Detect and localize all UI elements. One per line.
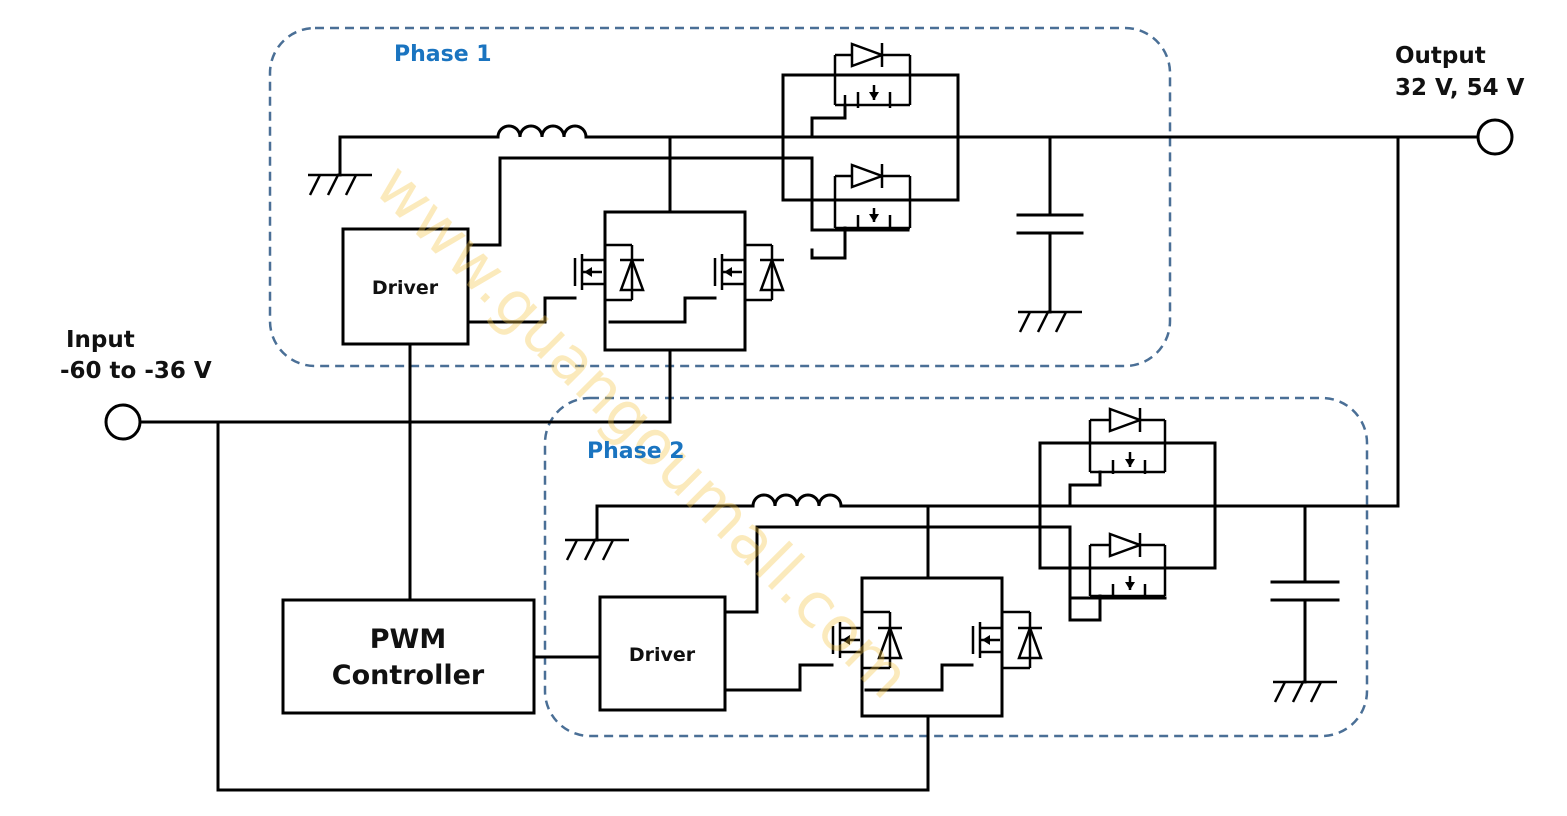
input-range: -60 to -36 V — [60, 358, 212, 384]
shared-wiring — [139, 342, 930, 792]
diode-icon — [1108, 531, 1142, 559]
ground-icon — [306, 173, 374, 197]
output-terminal-icon — [1476, 118, 1514, 156]
controller-label-line2: Controller — [332, 660, 485, 691]
mosfet-icon — [573, 252, 604, 292]
ground-icon — [1271, 680, 1339, 704]
phase1-circuit — [306, 41, 1480, 424]
diode-icon — [1108, 406, 1142, 434]
input-terminal-icon — [104, 403, 142, 441]
ground-icon — [1016, 310, 1084, 334]
ground-icon — [563, 538, 631, 562]
output-range: 32 V, 54 V — [1395, 75, 1525, 101]
phase2-label: Phase 2 — [587, 439, 685, 464]
diode-icon — [850, 162, 884, 190]
phase1-driver-label: Driver — [372, 277, 439, 299]
diode-icon — [850, 41, 884, 69]
mosfet-icon — [971, 620, 1002, 660]
controller-label-line1: PWM — [370, 624, 446, 655]
phase2-circuit — [563, 135, 1400, 792]
pwm-controller-box — [281, 598, 536, 715]
input-title: Input — [66, 327, 135, 353]
mosfet-icon — [713, 252, 744, 292]
phase2-driver-box — [598, 595, 727, 712]
phase1-driver-box — [341, 227, 470, 346]
phase1-label: Phase 1 — [394, 42, 492, 67]
phase2-driver-label: Driver — [629, 644, 696, 666]
output-title: Output — [1395, 43, 1486, 69]
phase2-boundary — [543, 396, 1369, 738]
phase1-boundary — [268, 26, 1172, 368]
